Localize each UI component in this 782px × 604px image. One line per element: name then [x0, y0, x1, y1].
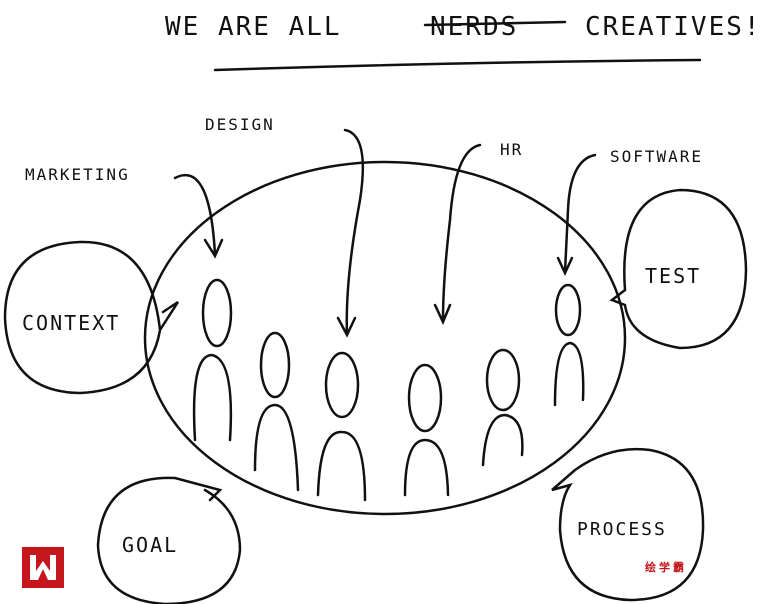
title-suffix: CREATIVES!: [585, 12, 762, 42]
w-logo-icon: [30, 555, 56, 580]
label-hr: HR: [500, 140, 523, 159]
brand-watermark: 绘学霸: [645, 561, 687, 574]
team-ellipse: [143, 160, 627, 516]
bubble-goal-label: GOAL: [122, 533, 178, 557]
title-underline: [213, 58, 702, 72]
title-struck-word: NERDS: [430, 12, 518, 42]
bubble-test: TEST: [609, 188, 748, 350]
strike-line: [423, 20, 567, 27]
bubble-context: CONTEXT: [3, 240, 180, 395]
label-design: DESIGN: [205, 115, 275, 134]
bubble-test-label: TEST: [645, 264, 701, 288]
bubble-process-label: PROCESS: [577, 519, 667, 540]
bubble-context-label: CONTEXT: [22, 311, 120, 335]
label-marketing: MARKETING: [25, 165, 130, 184]
bubble-process: PROCESS: [551, 447, 705, 602]
bubble-goal: GOAL: [96, 476, 242, 604]
brand-logo: [22, 547, 64, 588]
arrows: [173, 128, 597, 338]
people: [192, 278, 585, 502]
label-software: SOFTWARE: [610, 147, 703, 166]
title-prefix: WE ARE ALL: [165, 12, 342, 42]
